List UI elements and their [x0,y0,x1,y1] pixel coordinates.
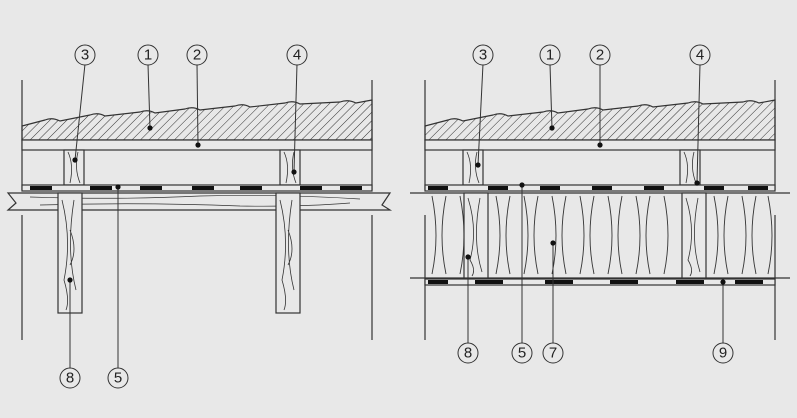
left-callout-4 [286,44,308,66]
right-label-7: 7 [549,345,557,362]
left-roof-tiles [21,99,373,141]
right-callout-1 [539,44,561,66]
right-label-5: 5 [518,345,526,362]
left-rafter-2 [275,192,301,314]
right-callout-2 [589,44,611,66]
left-label-8: 8 [66,370,74,387]
left-callout-5 [107,367,129,389]
right-callout-3 [472,44,494,66]
left-batten-3 [63,149,85,186]
left-callout-2 [186,44,208,66]
right-label-4: 4 [696,47,704,64]
right-lower-membrane [424,278,776,286]
right-callout-9 [712,342,734,364]
left-section [6,80,393,340]
right-callout-4 [689,44,711,66]
left-label-4: 4 [293,47,301,64]
right-label-1: 1 [546,47,554,64]
right-callout-5 [511,342,533,364]
left-callout-3 [74,44,96,66]
right-label-2: 2 [596,47,604,64]
right-label-9: 9 [719,345,727,362]
left-label-circles [59,44,308,389]
left-batten-4 [279,149,301,186]
right-rafter-2 [681,192,707,279]
left-callout-8 [59,367,81,389]
left-label-5: 5 [114,370,122,387]
right-label-8: 8 [464,345,472,362]
left-label-3: 3 [81,47,89,64]
right-callout-8 [457,342,479,364]
left-label-1: 1 [144,47,152,64]
right-callouts [467,63,724,343]
right-label-circles [457,44,734,364]
left-label-2: 2 [193,47,201,64]
left-callouts [69,63,298,368]
right-batten-3 [462,149,484,186]
left-callout-1 [137,44,159,66]
right-label-3: 3 [479,47,487,64]
right-callout-7 [542,342,564,364]
